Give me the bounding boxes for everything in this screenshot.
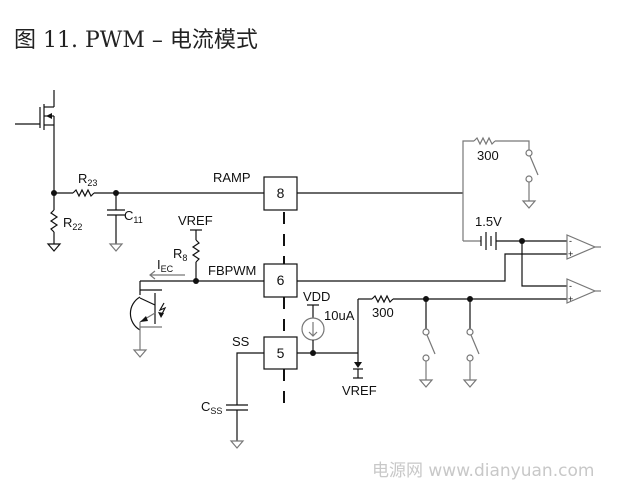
- ss-label: SS: [232, 334, 250, 349]
- battery-icon: [463, 232, 567, 250]
- r8-label: R8: [173, 246, 187, 263]
- figure-title: 图 11. PWM – 电流模式: [14, 28, 258, 53]
- r22-label: R22: [63, 215, 82, 232]
- comparator-1-plus: +: [568, 249, 573, 259]
- resistor-r22: [49, 193, 59, 244]
- ground-icon: [46, 243, 62, 252]
- diode-icon: [353, 299, 363, 379]
- vref-top-label: VREF: [178, 213, 213, 228]
- pin-6-number: 6: [277, 272, 285, 288]
- pin-8-box: [263, 176, 298, 211]
- mosfet-icon: [15, 90, 55, 193]
- current-arrow-icon: [149, 270, 185, 280]
- capacitor-c11: [107, 193, 125, 252]
- comparator-2-icon: [566, 278, 601, 304]
- capacitor-css: [226, 404, 248, 449]
- vdd-label: VDD: [303, 289, 330, 304]
- current-source-label: 10uA: [324, 308, 355, 323]
- pin-8-number: 8: [277, 185, 285, 201]
- current-source-icon: [301, 304, 325, 353]
- ramp-label: RAMP: [213, 170, 251, 185]
- comparator-2-plus: +: [568, 294, 573, 304]
- comparator-2-minus: -: [569, 281, 572, 291]
- switch-icon[interactable]: [521, 149, 539, 209]
- comparator-1-icon: [566, 234, 601, 260]
- resistor-top-label: 300: [477, 148, 499, 163]
- resistor-300-top: [462, 136, 530, 241]
- switch-icon[interactable]: [418, 299, 436, 388]
- pin-5-box: [263, 336, 298, 370]
- fbpwm-label: FBPWM: [208, 263, 256, 278]
- resistor-r23: [54, 188, 264, 198]
- resistor-300-bottom: [358, 294, 567, 304]
- r23-label: R23: [78, 171, 97, 188]
- comparator-1-minus: -: [569, 236, 572, 246]
- watermark: 电源网 www.dianyuan.com: [372, 461, 595, 481]
- css-label: CSS: [201, 399, 222, 416]
- phototransistor-icon: [129, 281, 167, 358]
- battery-label: 1.5V: [475, 214, 502, 229]
- pin-5-number: 5: [277, 345, 285, 361]
- vref-bottom-label: VREF: [342, 383, 377, 398]
- resistor-r8: [190, 229, 202, 281]
- iec-label: IEC: [157, 257, 174, 274]
- resistor-bottom-label: 300: [372, 305, 394, 320]
- switch-icon[interactable]: [462, 299, 480, 388]
- c11-label: C11: [124, 208, 143, 225]
